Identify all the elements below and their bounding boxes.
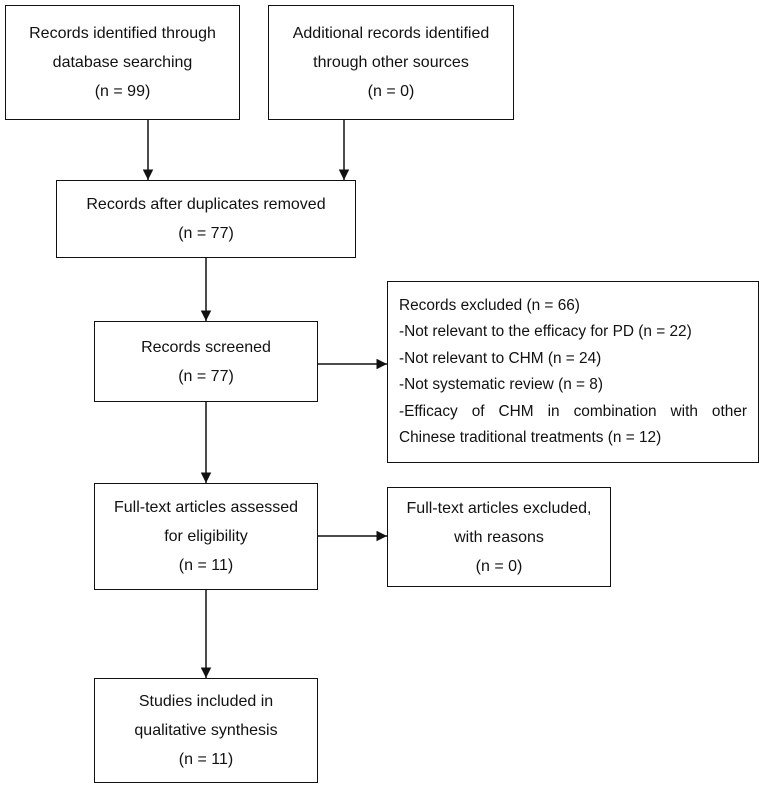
box-line: -Not relevant to the efficacy for PD (n … [399, 323, 692, 340]
box-line: Records identified through [29, 25, 216, 42]
box-line: database searching [52, 54, 193, 71]
box-line: Records after duplicates removed [86, 196, 326, 213]
box-fulltext-assessed: Full-text articles assessed for eligibil… [94, 483, 318, 590]
box-line: -Not relevant to CHM (n = 24) [399, 349, 602, 367]
box-line: with reasons [454, 528, 544, 546]
box-line: (n = 0) [475, 557, 523, 575]
box-records-excluded: Records excluded (n = 66) -Not relevant … [387, 281, 759, 463]
box-records-after-duplicates: Records after duplicates removed (n = 77… [56, 180, 356, 258]
box-line: through other sources [313, 54, 469, 71]
box-line: Full-text articles assessed [113, 499, 299, 516]
box-line: Full-text articles excluded, [406, 499, 592, 517]
box-line: Records screened [141, 338, 271, 356]
box-line: Records excluded (n = 66) [399, 296, 580, 314]
box-additional-records: Additional records identified through ot… [268, 5, 514, 120]
box-line: -Efficacy of CHM in combination with oth… [399, 402, 747, 420]
box-line: Studies included in [138, 693, 274, 710]
box-line: (n = 0) [367, 83, 415, 100]
box-studies-included: Studies included in qualitative synthesi… [94, 678, 318, 783]
box-line: (n = 11) [178, 751, 234, 768]
box-line: (n = 11) [178, 557, 234, 574]
box-line: Additional records identified [292, 25, 490, 42]
box-records-screened: Records screened (n = 77) [94, 321, 318, 402]
box-line: Chinese traditional treatments (n = 12) [399, 429, 662, 446]
box-line: (n = 99) [94, 83, 151, 100]
box-line: -Not systematic review (n = 8) [399, 376, 603, 393]
box-fulltext-excluded: Full-text articles excluded, with reason… [387, 487, 611, 587]
box-line: qualitative synthesis [134, 722, 278, 739]
box-records-identified-database: Records identified through database sear… [5, 5, 240, 120]
box-line: (n = 77) [178, 367, 234, 385]
box-line: for eligibility [164, 528, 248, 545]
box-line: (n = 77) [178, 225, 234, 242]
